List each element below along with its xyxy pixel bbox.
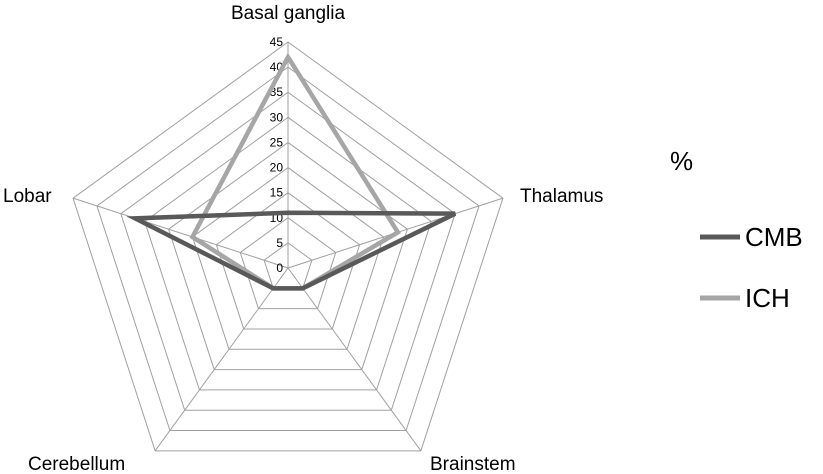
axis-label-lobar: Lobar (3, 186, 52, 207)
axis-label-thalamus: Thalamus (520, 186, 603, 207)
grid-ring-10 (239, 217, 337, 310)
grid-ring-15 (215, 192, 361, 330)
tick-label: 25 (270, 135, 284, 149)
tick-label: 20 (270, 161, 284, 175)
legend: % CMB ICH (670, 146, 803, 313)
tick-label: 15 (270, 186, 284, 200)
grid-ring-35 (120, 91, 456, 411)
axis-label-basal-ganglia: Basal ganglia (231, 3, 346, 24)
axis-spoke (287, 267, 422, 452)
tick-label: 0 (276, 261, 283, 275)
axis-label-brainstem: Brainstem (430, 454, 516, 474)
radar-series (126, 52, 457, 291)
axis-label-cerebellum: Cerebellum (28, 454, 125, 474)
radar-grid (72, 41, 504, 452)
axis-spoke (72, 197, 289, 269)
tick-label: 5 (276, 236, 283, 250)
legend-label-ich: ICH (745, 283, 790, 313)
axis-spoke (154, 267, 289, 452)
tick-label: 45 (270, 35, 284, 49)
grid-ring-30 (144, 116, 432, 391)
legend-title: % (670, 146, 693, 176)
tick-label: 30 (270, 110, 284, 124)
grid-ring-20 (191, 166, 385, 350)
grid-ring-45 (72, 41, 504, 452)
legend-label-cmb: CMB (745, 222, 803, 252)
grid-ring-40 (96, 66, 480, 432)
series-line-cmb (126, 210, 457, 291)
